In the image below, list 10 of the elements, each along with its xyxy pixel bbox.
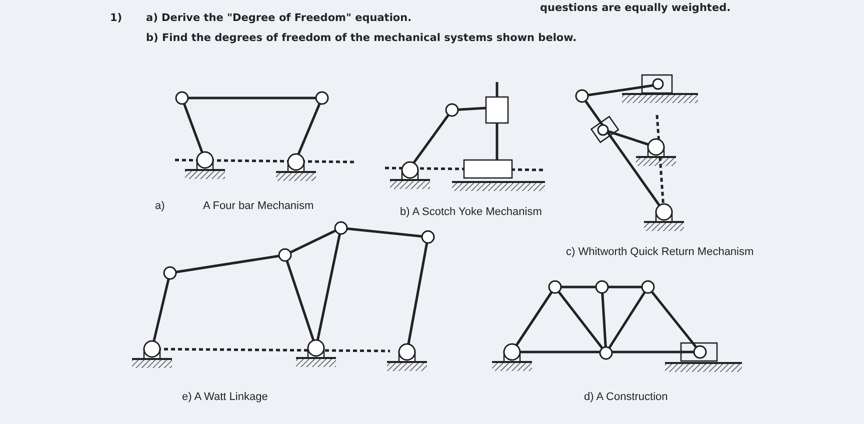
caption: A Four bar Mechanism <box>203 200 314 212</box>
caption: e) A Watt Linkage <box>182 391 268 403</box>
caption: c) Whitworth Quick Return Mechanism <box>566 246 754 258</box>
caption: b) A Scotch Yoke Mechanism <box>400 206 542 218</box>
question-number: 1) <box>110 12 122 24</box>
caption: d) A Construction <box>584 391 668 403</box>
caption-letter: a) <box>155 200 165 212</box>
note-text: questions are equally weighted. <box>540 2 731 14</box>
question-text: b) Find the degrees of freedom of the mechanical systems shown below. <box>146 32 577 44</box>
question-text: a) Derive the "Degree of Freedom" equation. <box>146 12 412 24</box>
